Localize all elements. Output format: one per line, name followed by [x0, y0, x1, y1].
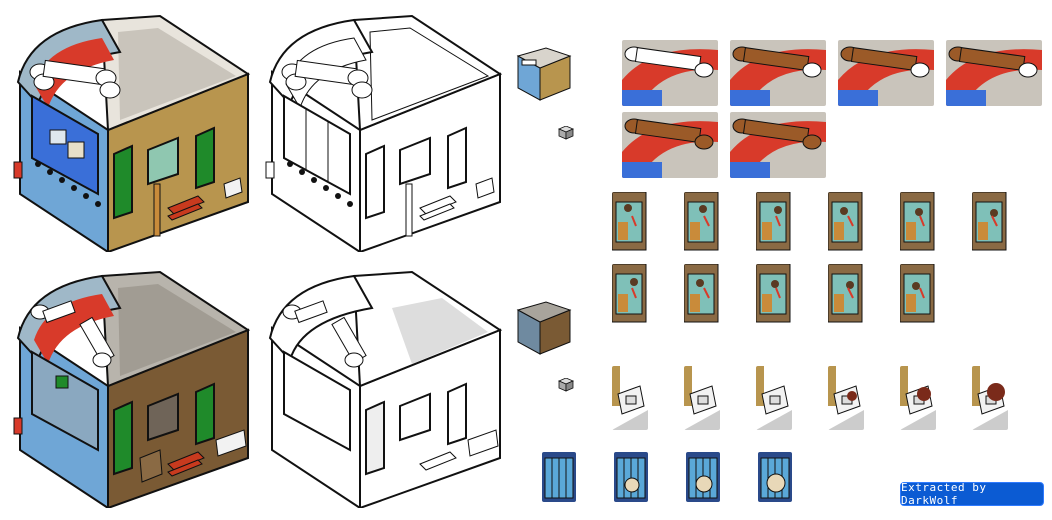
- sign-frame-1: [622, 40, 718, 106]
- broken-bone-sign: [30, 300, 115, 368]
- pet-shop-building-color-dirty: [13, 270, 251, 508]
- window-frame: [612, 192, 647, 251]
- credit-banner: Extracted by DarkWolf: [900, 481, 1044, 507]
- sign-frame-2: [730, 40, 826, 106]
- sign-frame-3: [838, 40, 934, 106]
- window-frame: [900, 264, 935, 323]
- cage-frame: [542, 452, 576, 502]
- window-frame: [684, 264, 719, 323]
- pet-shop-building-outline: [265, 14, 503, 252]
- window-frame: [828, 264, 863, 323]
- cage-frame: [686, 452, 720, 502]
- kennel-frame: [684, 366, 720, 430]
- window-frame: [900, 192, 935, 251]
- cage-frame: [758, 452, 792, 502]
- kennel-frame: [828, 366, 864, 430]
- sign-frame-6: [730, 112, 826, 178]
- window-frame: [828, 192, 863, 251]
- window-frame: [756, 264, 791, 323]
- kennel-frame: [612, 366, 648, 430]
- window-frame: [612, 264, 647, 323]
- kennel-frame: [756, 366, 792, 430]
- window-frame: [756, 192, 791, 251]
- kennel-frame: [972, 366, 1008, 430]
- tiny-crate-icon: [558, 126, 574, 140]
- bone-sign-outline: [281, 59, 373, 99]
- pet-shop-building-outline-dirty: [268, 270, 503, 508]
- tiny-crate-icon-2: [558, 378, 574, 392]
- bone-sign: [29, 59, 121, 99]
- sign-frame-5: [622, 112, 718, 178]
- small-building-icon: [516, 47, 572, 101]
- window-frame: [684, 192, 719, 251]
- pet-shop-building-color: [13, 14, 251, 252]
- sign-frame-4: [946, 40, 1042, 106]
- small-building-icon-dirty: [516, 301, 572, 355]
- cage-frame: [614, 452, 648, 502]
- kennel-frame: [900, 366, 936, 430]
- window-frame: [972, 192, 1007, 251]
